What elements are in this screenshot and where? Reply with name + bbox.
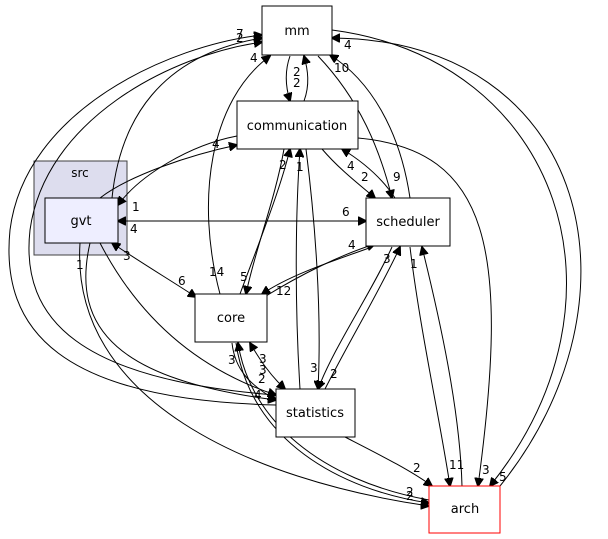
edge-label: 4 — [254, 388, 262, 402]
edge-core-stats2 — [231, 342, 276, 400]
node-arch-box — [428, 485, 501, 534]
edge-label: 3 — [123, 249, 131, 263]
edge-label: 1 — [296, 160, 304, 174]
node-mm-box — [261, 5, 333, 56]
edge-label: 2 — [406, 489, 414, 503]
edge-label: 2 — [279, 158, 287, 172]
edge-comm-mm — [304, 56, 308, 102]
edge-sched-arch — [409, 246, 450, 486]
edge-core-stats — [250, 343, 285, 389]
edge-label: 4 — [212, 137, 220, 151]
edge-label: 3 — [259, 352, 267, 366]
edge-arch-core — [238, 343, 430, 501]
edge-label: 4 — [250, 51, 258, 65]
edge-label: 4 — [344, 38, 352, 52]
edge-label: 2 — [413, 461, 421, 475]
edge-stats-mm-left — [8, 35, 277, 406]
node-statistics-label: statistics — [286, 406, 344, 421]
edge-label: 2 — [406, 485, 414, 499]
edge-comm-stats — [305, 148, 319, 389]
edge-label: 2 — [258, 372, 266, 386]
edge-core-comm — [239, 149, 290, 295]
edge-label: 3 — [310, 361, 318, 375]
node-core-label: core — [217, 311, 245, 326]
edge-stats-comm — [296, 149, 300, 390]
edge-labels: 7 2 4 4 10 2 2 4 1 2 1 4 2 9 6 4 4 1 3 6… — [76, 27, 507, 503]
node-mm[interactable]: mm — [261, 5, 333, 56]
edge-label: 1 — [76, 258, 84, 272]
cluster-src-label: src — [71, 166, 89, 180]
edge-stats-sched — [324, 247, 400, 390]
node-core-box — [194, 293, 268, 343]
edge-mm-comm — [286, 55, 290, 101]
edge-label: 2 — [236, 31, 244, 45]
node-arch[interactable]: arch — [428, 485, 501, 534]
edge-label: 6 — [178, 274, 186, 288]
node-statistics[interactable]: statistics — [275, 388, 356, 438]
edge-gvt-arch — [79, 242, 429, 506]
node-communication-label: communication — [247, 119, 348, 134]
edge-core-mm-left — [28, 42, 277, 396]
edge-label: 4 — [347, 159, 355, 173]
edge-mm-sched — [317, 55, 392, 198]
edge-gvt-core — [112, 243, 196, 297]
node-mm-label: mm — [284, 24, 309, 39]
edge-label: 4 — [130, 222, 138, 236]
edge-comm-sched — [321, 148, 375, 198]
edge-label: 3 — [383, 252, 391, 266]
node-gvt-label: gvt — [70, 214, 91, 229]
edges — [8, 29, 582, 506]
edge-core-arch — [235, 342, 429, 503]
edge-arch-sched — [422, 247, 463, 487]
edge-core-mm — [207, 56, 270, 295]
edge-comm-arch — [357, 137, 492, 486]
edge-label: 1 — [410, 257, 418, 271]
edge-gvt-mm — [111, 38, 262, 199]
edge-label: 1 — [132, 200, 140, 214]
node-core[interactable]: core — [194, 293, 268, 343]
node-scheduler-label: scheduler — [376, 215, 440, 230]
node-communication-box — [236, 100, 359, 150]
edge-label: 4 — [348, 238, 356, 252]
edge-label: 11 — [449, 458, 464, 472]
edge-label: 3 — [259, 363, 267, 377]
edge-sched-mm — [330, 55, 411, 199]
node-gvt-box — [44, 197, 119, 244]
edge-sched-stats — [318, 246, 393, 389]
edge-label: 7 — [236, 27, 244, 41]
node-arch-label: arch — [451, 502, 479, 517]
edge-label: 12 — [276, 284, 291, 298]
edge-label: 5 — [499, 470, 507, 484]
edge-label: 9 — [393, 170, 401, 184]
edge-label: 3 — [228, 353, 236, 367]
edge-arch-mm — [332, 38, 582, 487]
edge-gvt-stats — [85, 242, 276, 400]
node-scheduler-box — [365, 197, 451, 247]
edge-core-sched — [262, 246, 373, 294]
node-communication[interactable]: communication — [236, 100, 359, 150]
node-gvt[interactable]: gvt — [44, 197, 119, 244]
edge-label: 3 — [482, 463, 490, 477]
edge-stats-arch — [344, 436, 432, 486]
edge-gvt-stats2 — [99, 242, 276, 395]
edge-sched-comm — [342, 149, 396, 199]
edge-mm-arch — [331, 29, 567, 486]
edge-label: 5 — [240, 270, 248, 284]
edge-comm-core — [246, 148, 285, 294]
edge-label: 2 — [293, 65, 301, 79]
edge-label: 2 — [361, 170, 369, 184]
edge-label: 2 — [330, 367, 338, 381]
edge-label: 2 — [293, 76, 301, 90]
node-scheduler[interactable]: scheduler — [365, 197, 451, 247]
edge-label: 14 — [209, 265, 224, 279]
edge-label: 6 — [342, 205, 350, 219]
node-statistics-box — [275, 388, 356, 438]
edge-comm-gvt — [118, 135, 238, 205]
edge-label: 10 — [334, 61, 349, 75]
